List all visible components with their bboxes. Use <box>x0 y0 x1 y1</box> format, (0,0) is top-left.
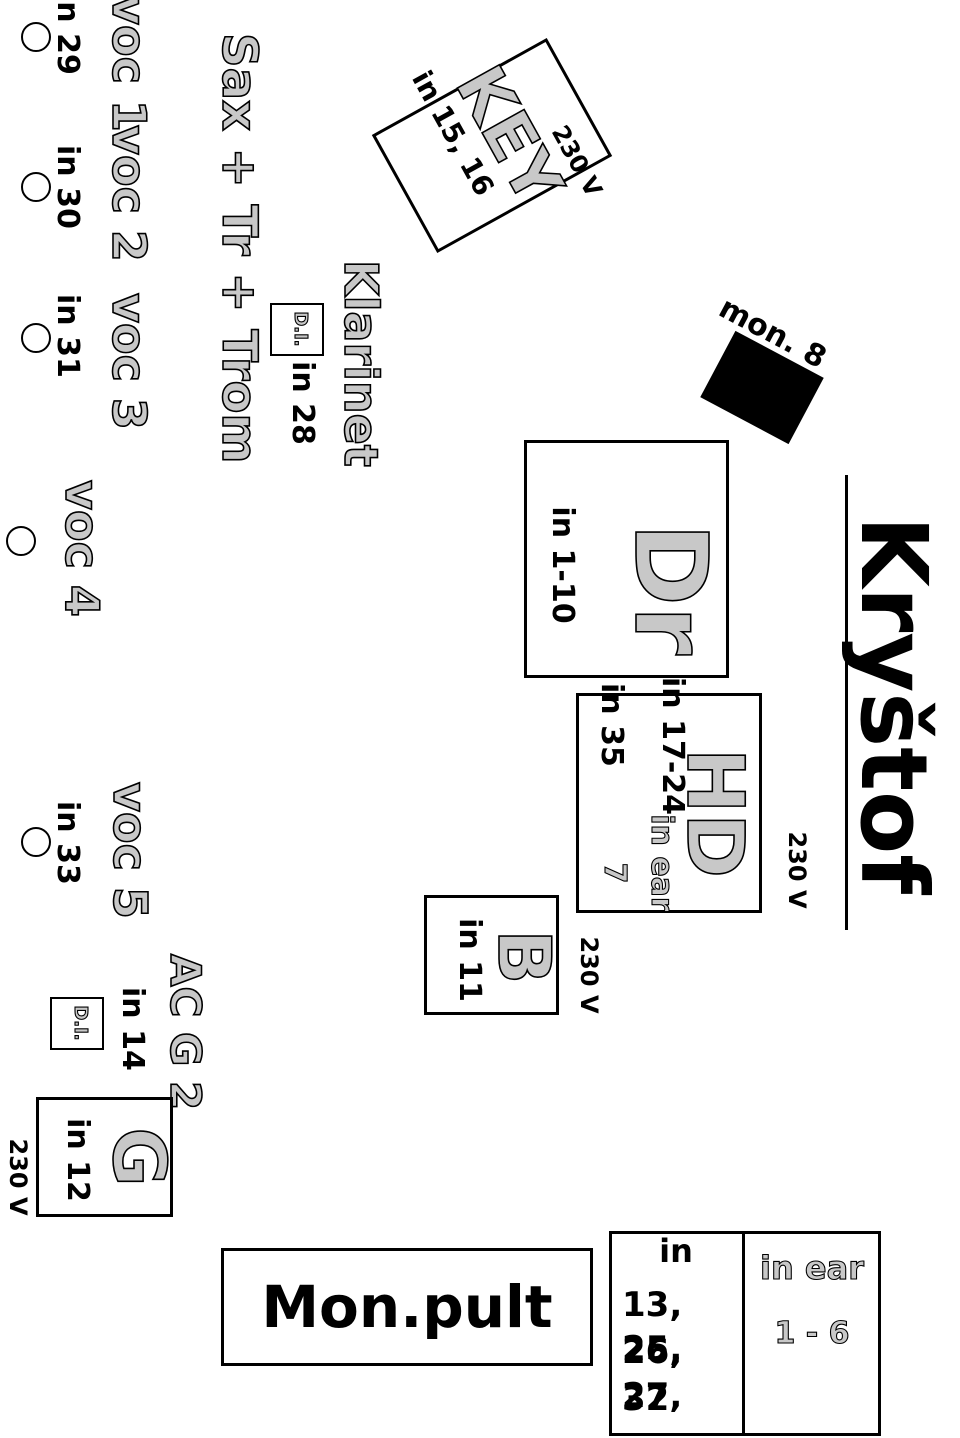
bass-power: 230 V <box>575 936 603 1014</box>
clarinet-di-box <box>270 303 324 356</box>
vocal-1-mic <box>21 22 51 52</box>
vocal-4-label: voc 4 <box>54 479 110 617</box>
vocal-1-label: voc 1 <box>101 0 157 133</box>
inear-right-title: in ear <box>759 1248 864 1287</box>
guitar-label: G <box>96 1127 182 1188</box>
bass-label: B <box>481 929 567 985</box>
clarinet-di-label: D.I. <box>289 311 311 347</box>
inear-left-title: in <box>659 1232 693 1270</box>
hd-inputs: in 17-24 <box>655 677 690 816</box>
horns-label: Sax + Tr + Trom <box>210 32 268 464</box>
vocal-1-input: in 29 <box>50 0 85 75</box>
vocal-4-mic <box>6 526 36 556</box>
hd-power: 230 V <box>783 831 811 909</box>
hd-inear-number: 7 <box>596 862 632 884</box>
vocal-3-mic <box>21 323 51 353</box>
title-underline <box>845 475 848 930</box>
acg2-di-box <box>50 997 104 1050</box>
vocal-2-input: in 30 <box>50 145 85 229</box>
inear-left-line-1: 13, 25, <box>622 1285 683 1369</box>
clarinet-input: in 28 <box>285 361 320 445</box>
clarinet-label: Klarinet <box>333 259 389 467</box>
vocal-3-input: in 31 <box>50 294 85 378</box>
vocal-5-label: voc 5 <box>102 781 158 919</box>
guitar-input: in 12 <box>60 1118 95 1202</box>
monitor-desk-label: Mon.pult <box>261 1273 553 1341</box>
acg2-di-label: D.I. <box>69 1005 91 1041</box>
hd-box <box>576 693 762 913</box>
acg2-input: in 14 <box>115 987 150 1071</box>
bass-box <box>424 895 559 1015</box>
bass-input: in 11 <box>452 918 487 1002</box>
inear-table <box>609 1231 881 1436</box>
inear-right-value: 1 - 6 <box>774 1315 850 1351</box>
guitar-power: 230 V <box>4 1138 32 1216</box>
drums-label: Dr <box>611 522 730 656</box>
guitar-box <box>36 1097 173 1217</box>
band-title: Kryštof <box>840 515 947 895</box>
vocal-3-label: voc 3 <box>101 292 157 430</box>
vocal-2-mic <box>21 172 51 202</box>
inear-left-line-2: 26, 27, <box>622 1332 683 1416</box>
drums-riser <box>524 440 729 678</box>
vocal-5-input: in 33 <box>50 801 85 885</box>
hd-inear-label: in ear <box>643 814 679 913</box>
hd-input-2: in 35 <box>594 683 629 767</box>
acg2-label: AC G 2 <box>160 953 211 1111</box>
drums-input: in 1-10 <box>545 506 580 624</box>
inear-left-line-3: 32 <box>622 1379 670 1419</box>
vocal-2-label: voc 2 <box>101 124 157 262</box>
vocal-5-mic <box>21 827 51 857</box>
inear-table-divider <box>742 1231 745 1436</box>
monitor-desk <box>221 1248 593 1366</box>
